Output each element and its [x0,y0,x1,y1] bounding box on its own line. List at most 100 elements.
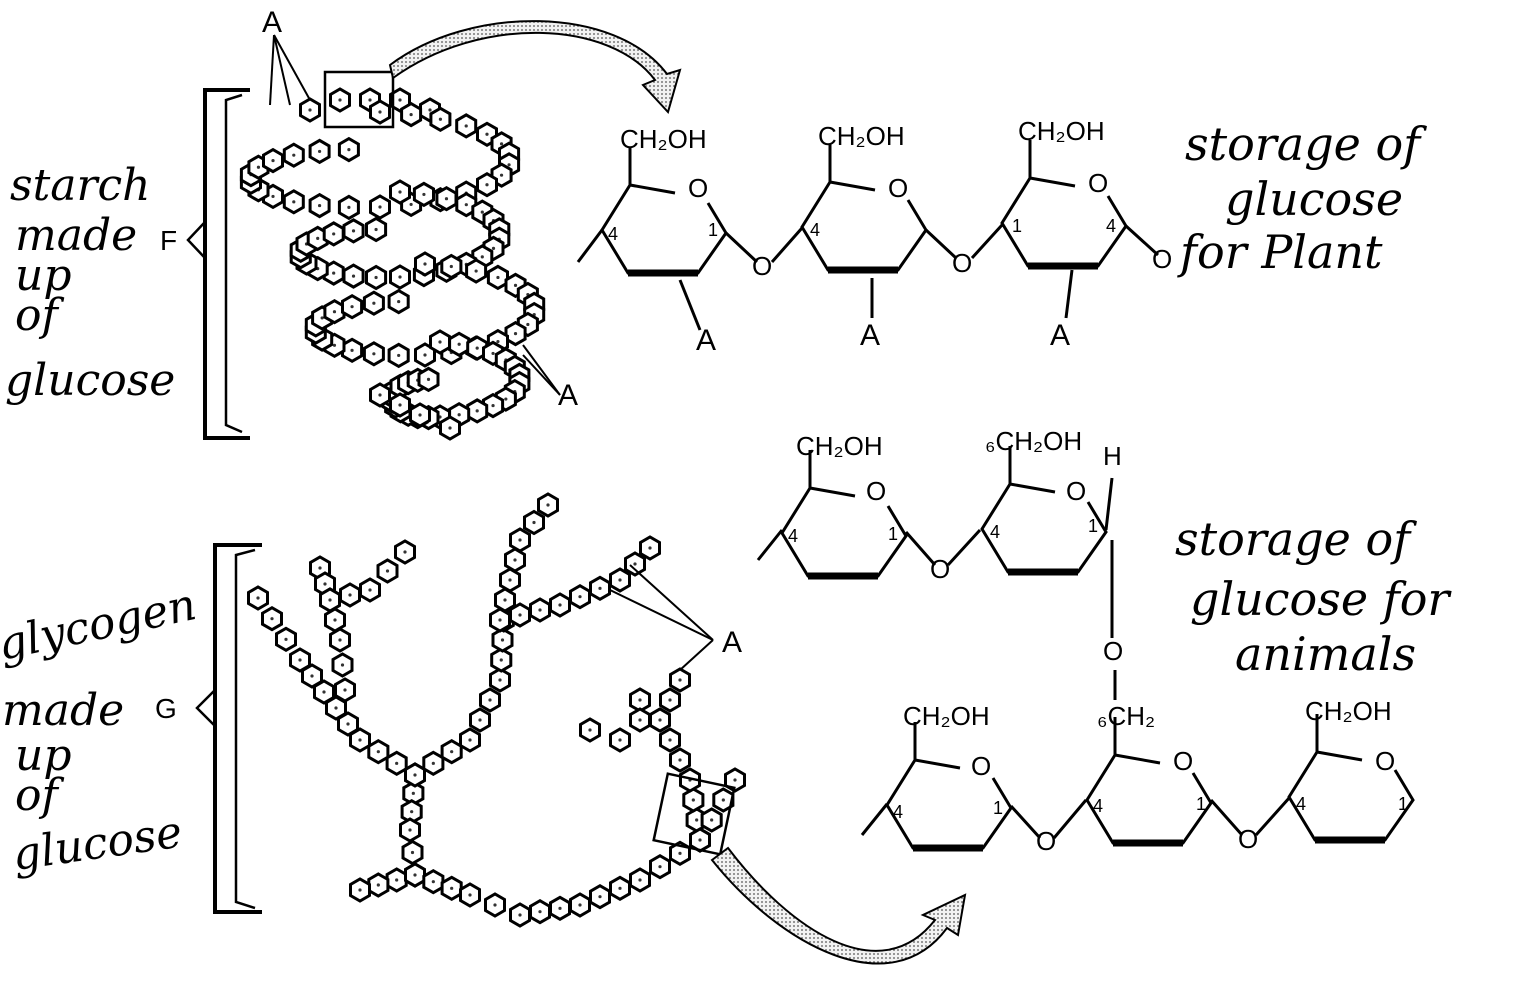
label-a-glycogen: A [722,626,742,659]
starch-zoom-arrow [388,20,682,114]
glucose-unit-dot [618,578,622,582]
glucose-unit-dot [444,197,449,201]
glucose-unit-dot [457,342,461,346]
glucose-unit-dot [350,348,354,352]
starch-c1-1: 1 [708,220,718,240]
glycogen-c4-top-1: 4 [788,526,798,546]
glucose-unit-dot [398,403,402,407]
glycogen-c4-bottom-1: 4 [893,802,903,822]
glycogen-link-o-bottom-1: O [1036,826,1056,856]
glucose-unit-dot [411,791,415,795]
glucose-unit-dot [485,183,489,187]
starch-structural-formula [576,140,1160,331]
glucose-unit-dot [513,558,517,562]
glucose-unit-dot [395,761,399,765]
starch-c4-1: 4 [608,224,618,244]
glucose-unit-dot [468,893,472,897]
glucose-unit-dot [678,851,682,855]
glucose-unit-dot [271,158,275,163]
glucose-unit-dot [499,173,504,177]
glucose-unit-dot [310,674,314,678]
glucose-unit-dot [374,275,378,280]
glucose-unit-dot [668,698,672,702]
starch-note-line-5: glucose [5,355,175,406]
starch-note-line-1: starch [10,160,151,211]
glycogen-carbon-numbers: 4 1 4 1 4 1 4 1 4 1 [788,516,1408,822]
glucose-unit-dot [423,262,427,266]
glucose-unit-dot [408,828,412,832]
glucose-unit-dot [498,618,502,622]
animal-note-line-3: animals [1235,627,1416,681]
glycogen-ch2oh-top-2: ₆CH₂OH [985,426,1082,456]
glucose-unit-dot [284,637,288,641]
animal-note: storage of glucose for animals [1175,512,1452,681]
glucose-unit-dot [395,878,399,882]
glycogen-structural-formula [756,446,1415,852]
starch-c4-3: 4 [1106,216,1116,236]
glycogen-link-o-top: O [930,554,950,584]
glucose-unit-dot [323,582,327,586]
glucose-unit-dot [431,880,435,884]
glucose-unit-dot [317,149,322,154]
glucose-unit-dot [507,163,511,167]
glucose-unit-dot [270,617,274,621]
glucose-unit-dot [538,608,542,612]
plant-note-line-2: glucose [1225,172,1403,226]
glycogen-note-line-4: of [15,770,64,821]
glycogen-c4-bottom-2: 4 [1093,796,1103,816]
glucose-unit-dot [403,550,407,554]
glucose-unit-dot [588,728,592,732]
glycogen-note: glycogen made up of glucose [0,579,201,881]
glucose-unit-dot [691,798,695,802]
starch-ch2oh-3: CH₂OH [1018,116,1105,146]
glucose-unit-dot [478,718,482,722]
glycogen-c1-bottom-2: 1 [1196,794,1206,814]
glucose-unit-dot [475,346,479,350]
glycogen-c4-bottom-3: 4 [1296,794,1306,814]
glucose-unit-dot [475,409,479,413]
glycogen-note-line-1: glycogen [0,579,201,671]
glucose-unit-dot [338,638,342,642]
glucose-unit-dot [450,750,454,754]
glycogen-note-line-2: made [2,685,124,736]
glucose-unit-dot [378,110,382,114]
starch-link-o-1: O [752,251,772,281]
plant-note: storage of glucose for Plant [1177,117,1427,279]
glucose-unit-dot [332,232,336,236]
glycogen-ring-o-top-1: O [866,476,886,506]
glucose-unit-dot [480,255,484,259]
glucose-unit-dot [468,738,472,742]
glucose-unit-dot [340,663,345,667]
glycogen-branch-o: O [1103,636,1123,666]
glucose-unit-dot [256,596,260,600]
glucose-unit-dot [638,718,642,722]
glucose-unit-dot [638,698,642,702]
glycogen-chem-labels: CH₂OH ₆CH₂OH H O O O O ₆CH₂ CH₂OH CH₂OH … [796,426,1395,856]
glucose-unit-dot [513,332,518,336]
glucose-unit-dot [358,888,362,892]
glucose-unit-dot [658,718,662,722]
glucose-unit-dot [678,758,682,762]
glycogen-ring-o-bottom-1: O [971,751,991,781]
glucose-unit-dot [333,618,337,622]
glucose-unit-dot [409,112,413,117]
glucose-unit-dot [710,818,714,822]
label-a-starch-helix: A [558,379,578,412]
glucose-unit-dot [409,202,413,207]
glucose-unit-dot [423,353,427,357]
starch-link-o-2: O [952,248,972,278]
glucose-unit-dot [618,738,622,742]
glucose-unit-dot [338,98,342,102]
glucose-unit-dot [351,229,356,233]
starch-ch2oh-1: CH₂OH [620,124,707,154]
glucose-unit-dot [351,274,356,278]
glycogen-ch2oh-bottom-3: CH₂OH [1305,696,1392,726]
glucose-unit-dot [598,586,602,590]
glucose-unit-dot [668,738,672,742]
glucose-unit-dot [648,546,652,550]
glucose-unit-dot [438,117,443,121]
starch-ch2oh-2: CH₂OH [818,121,905,151]
glycogen-link-o-bottom-2: O [1238,824,1258,854]
glucose-unit-dot [358,738,362,742]
